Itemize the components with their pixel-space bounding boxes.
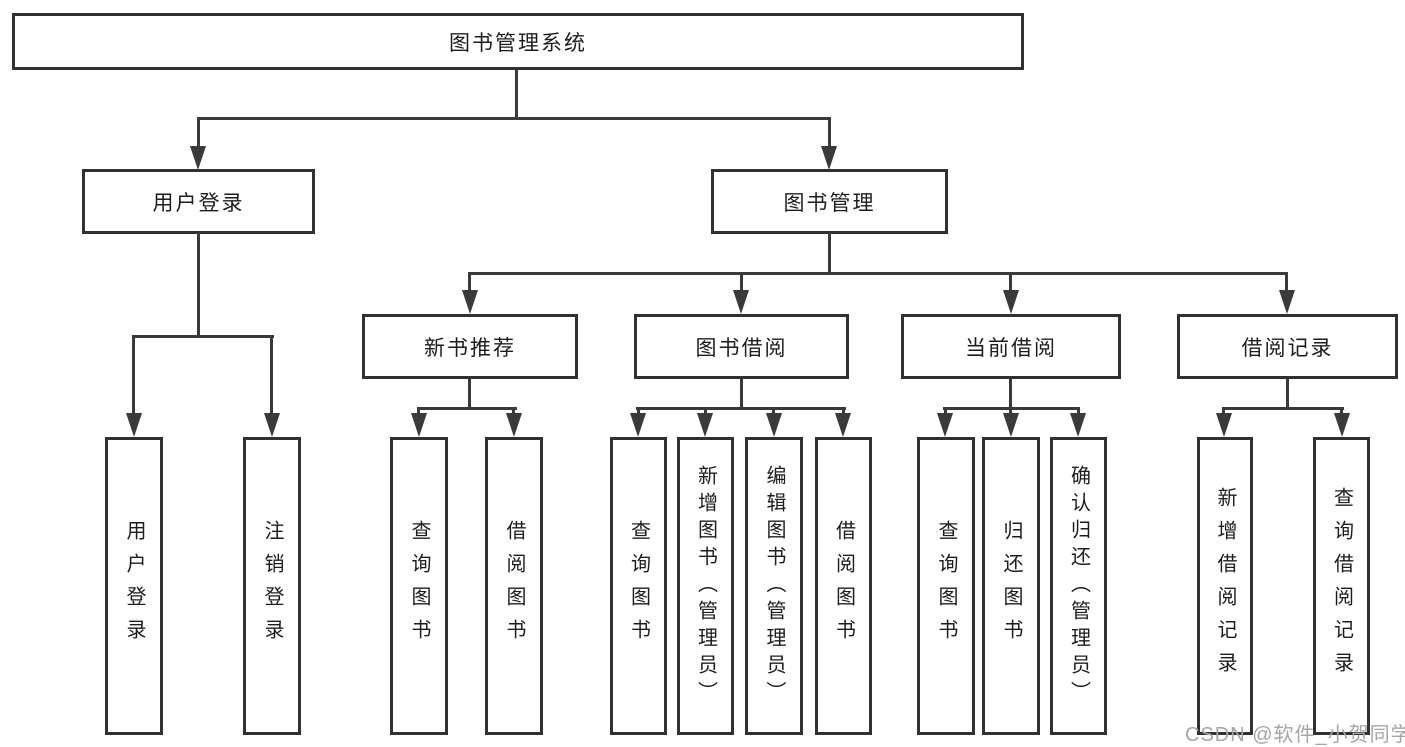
node-root: 图书管理系统 — [12, 13, 1024, 70]
node-leaf-add-borrow-record-label: 新增借阅记录 — [1214, 487, 1236, 685]
connector-line — [468, 378, 471, 410]
connector-line — [636, 407, 846, 410]
connector-line — [515, 70, 518, 120]
node-leaf-query-books-borrowing-label: 查询图书 — [627, 520, 650, 652]
node-new-book-recommend: 新书推荐 — [362, 314, 578, 379]
node-leaf-query-books-borrowing: 查询图书 — [610, 437, 667, 735]
node-leaf-query-books-current: 查询图书 — [917, 437, 975, 735]
connector-line — [1009, 378, 1012, 410]
node-leaf-return-book: 归还图书 — [982, 437, 1040, 735]
node-borrowing-records: 借阅记录 — [1177, 314, 1398, 379]
arrow-down-icon — [1216, 413, 1232, 437]
node-book-management: 图书管理 — [711, 169, 948, 234]
node-leaf-logout-label: 注销登录 — [261, 520, 283, 652]
arrow-down-icon — [630, 413, 646, 437]
node-leaf-borrow-books-recommend-label: 借阅图书 — [503, 520, 525, 652]
node-leaf-add-book-admin-label: 新增图书（管理员） — [694, 464, 717, 708]
connector-line — [468, 272, 1288, 275]
arrow-down-icon — [1003, 413, 1019, 437]
node-leaf-borrow-books-borrowing-label: 借阅图书 — [832, 520, 855, 652]
arrow-down-icon — [697, 413, 713, 437]
node-leaf-edit-book-admin: 编辑图书（管理员） — [745, 437, 803, 735]
node-book-borrowing: 图书借阅 — [634, 314, 849, 379]
arrow-down-icon — [1279, 290, 1295, 314]
csdn-watermark: CSDN @软件_小贺同学 — [1185, 724, 1405, 746]
arrow-down-icon — [821, 146, 837, 170]
arrow-down-icon — [766, 413, 782, 437]
node-leaf-user-login-label: 用户登录 — [123, 520, 145, 652]
connector-line — [828, 120, 831, 148]
connector-line — [132, 335, 274, 338]
node-book-management-label: 图书管理 — [783, 191, 876, 215]
node-leaf-query-books-recommend-label: 查询图书 — [408, 520, 430, 652]
connector-line — [828, 233, 831, 275]
node-leaf-confirm-return-admin: 确认归还（管理员） — [1050, 437, 1107, 735]
node-leaf-query-books-current-label: 查询图书 — [935, 520, 957, 652]
connector-line — [740, 275, 743, 291]
node-book-borrowing-label: 图书借阅 — [695, 336, 788, 360]
arrow-down-icon — [462, 290, 478, 314]
arrow-down-icon — [733, 290, 749, 314]
arrow-down-icon — [190, 146, 206, 170]
node-leaf-add-borrow-record: 新增借阅记录 — [1197, 437, 1253, 735]
node-leaf-edit-book-admin-label: 编辑图书（管理员） — [763, 464, 785, 708]
connector-line — [270, 338, 273, 414]
arrow-down-icon — [937, 413, 953, 437]
node-leaf-query-borrow-record-label: 查询借阅记录 — [1330, 487, 1353, 685]
connector-line — [132, 338, 135, 414]
arrow-down-icon — [264, 413, 280, 437]
connector-line — [1222, 407, 1344, 410]
arrow-down-icon — [411, 413, 427, 437]
arrow-down-icon — [126, 413, 142, 437]
node-root-label: 图书管理系统 — [449, 31, 587, 55]
node-current-borrowing-label: 当前借阅 — [965, 336, 1057, 360]
connector-line — [1286, 378, 1289, 410]
arrow-down-icon — [1070, 413, 1086, 437]
node-leaf-confirm-return-admin-label: 确认归还（管理员） — [1067, 464, 1090, 708]
node-leaf-borrow-books-recommend: 借阅图书 — [485, 437, 543, 735]
arrow-down-icon — [1334, 413, 1350, 437]
node-user-login-label: 用户登录 — [152, 191, 245, 215]
node-borrowing-records-label: 借阅记录 — [1241, 336, 1334, 360]
node-leaf-logout: 注销登录 — [243, 437, 301, 735]
node-leaf-add-book-admin: 新增图书（管理员） — [677, 437, 734, 735]
node-leaf-user-login: 用户登录 — [105, 437, 163, 735]
node-leaf-query-borrow-record: 查询借阅记录 — [1313, 437, 1370, 735]
node-user-login: 用户登录 — [82, 169, 315, 234]
connector-line — [468, 275, 471, 291]
connector-line — [197, 120, 200, 148]
arrow-down-icon — [506, 413, 522, 437]
node-new-book-recommend-label: 新书推荐 — [424, 336, 516, 360]
node-leaf-return-book-label: 归还图书 — [1000, 520, 1022, 652]
node-current-borrowing: 当前借阅 — [901, 314, 1121, 379]
node-leaf-query-books-recommend: 查询图书 — [390, 437, 448, 735]
connector-line — [740, 378, 743, 410]
connector-line — [943, 407, 1080, 410]
node-leaf-borrow-books-borrowing: 借阅图书 — [815, 437, 872, 735]
connector-line — [1285, 275, 1288, 291]
arrow-down-icon — [1003, 290, 1019, 314]
connector-line — [417, 407, 517, 410]
connector-line — [1009, 275, 1012, 291]
arrow-down-icon — [835, 413, 851, 437]
connector-line — [197, 117, 831, 120]
connector-line — [197, 233, 200, 338]
